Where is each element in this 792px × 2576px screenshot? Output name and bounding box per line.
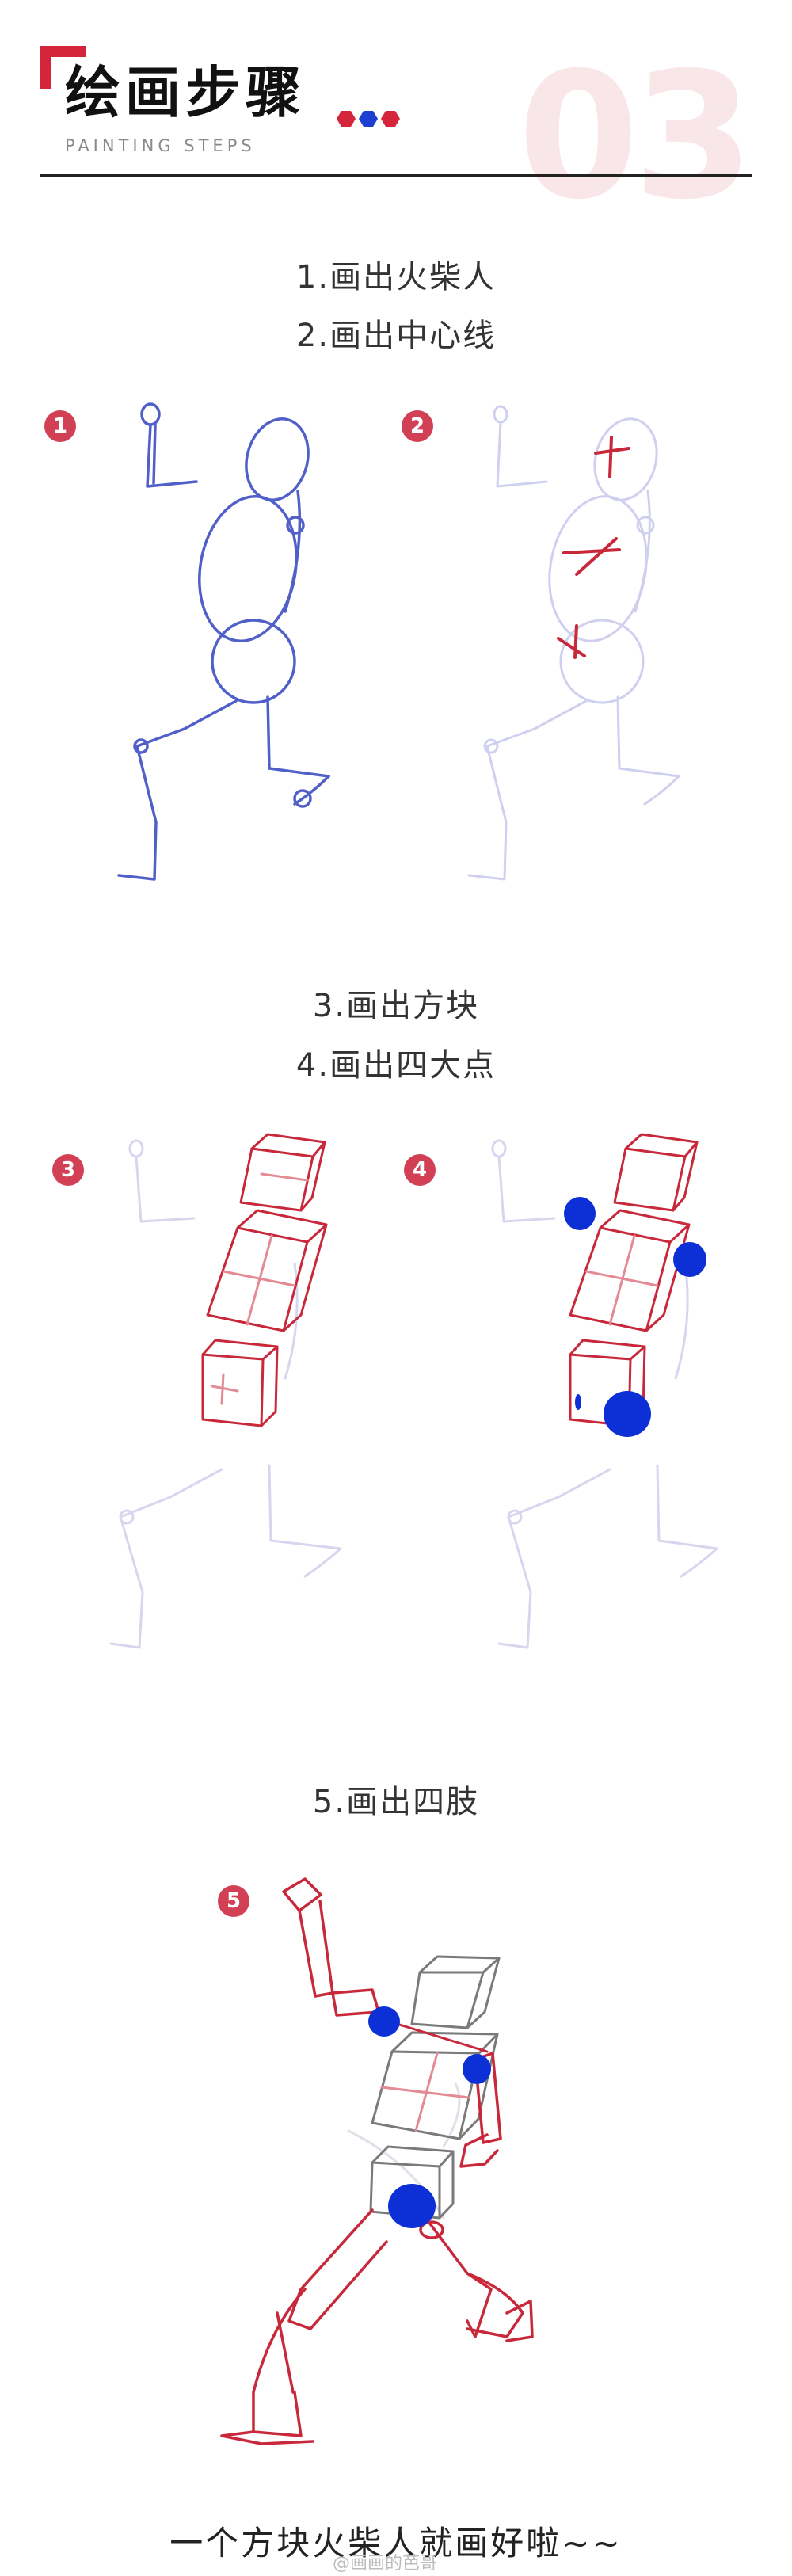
center-lines <box>557 436 630 659</box>
figure-5-faint-guides <box>347 2082 461 2220</box>
step-4-text: 4.画出四大点 <box>295 1047 497 1084</box>
page-subtitle: PAINTING STEPS <box>65 136 256 155</box>
figure-5-joints <box>368 2006 491 2228</box>
step-badge-2: 2 <box>402 410 433 442</box>
cube-torso-4 <box>569 1209 691 1332</box>
header-divider <box>40 174 752 177</box>
step-2-text: 2.画出中心线 <box>295 318 497 354</box>
step-badge-4: 4 <box>404 1154 436 1186</box>
limb-figure-sketch <box>220 1877 534 2445</box>
step-1-text: 1.画出火柴人 <box>295 259 497 295</box>
stick-figure-2-faint <box>467 405 680 881</box>
page-title: 绘画步骤 <box>65 60 306 125</box>
cube-head-3 <box>239 1133 326 1212</box>
box-figure-sketches <box>109 1133 718 1649</box>
cube-head-4 <box>613 1133 699 1212</box>
step-badge-3: 3 <box>52 1154 84 1186</box>
step-badge-1: 1 <box>44 410 76 442</box>
stick-figure-4-faint <box>491 1139 718 1649</box>
step-3-text: 3.画出方块 <box>312 988 480 1024</box>
decorative-dots-icon <box>337 111 400 127</box>
step-badge-5: 5 <box>218 1885 249 1917</box>
watermark: @画画的芭哥 <box>333 2554 438 2574</box>
header-corner-mark <box>40 46 86 57</box>
stick-figure-3-faint <box>109 1139 342 1649</box>
closing-caption: 一个方块火柴人就画好啦~~ <box>169 2524 623 2563</box>
figure-5-torso <box>371 2031 499 2140</box>
joint-dots-4 <box>564 1197 706 1437</box>
figure-5-head <box>410 1955 501 2029</box>
cube-hips-3 <box>201 1339 279 1427</box>
step-5-text: 5.画出四肢 <box>312 1784 480 1820</box>
section-number: 03 <box>517 35 754 238</box>
stick-figure-1 <box>117 402 330 881</box>
cube-torso-3 <box>206 1209 328 1332</box>
figure-5-limbs <box>220 1877 534 2445</box>
figure-5-hips <box>369 2145 455 2220</box>
stick-figure-sketches <box>117 402 680 881</box>
